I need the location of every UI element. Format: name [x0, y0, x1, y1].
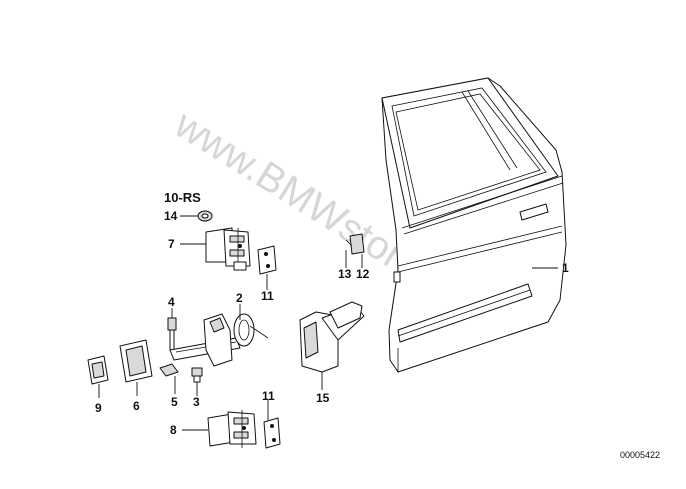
lower-shim-plate-illustration: [263, 417, 281, 449]
callout-2: 2: [236, 291, 243, 305]
callout-7: 7: [168, 237, 175, 251]
callout-14: 14: [164, 209, 178, 223]
callout-4: 4: [168, 295, 175, 309]
cover-6-illustration: [119, 339, 153, 383]
callout-11-lower: 11: [262, 389, 275, 403]
clip-12-13-illustration: [345, 233, 365, 255]
group-label: 10-RS: [164, 190, 201, 205]
door-check-strap-illustration: [159, 313, 269, 383]
callout-6: 6: [133, 399, 140, 413]
grommet-9-illustration: [87, 355, 109, 385]
upper-hinge-illustration: [197, 210, 251, 271]
callout-12: 12: [356, 267, 370, 281]
upper-shim-plate-illustration: [257, 245, 277, 275]
callout-5: 5: [171, 395, 178, 409]
callout-13: 13: [338, 267, 352, 281]
rear-door-illustration: [381, 77, 567, 373]
callout-11-upper: 11: [261, 289, 274, 303]
callout-15: 15: [316, 391, 330, 405]
callout-3: 3: [193, 395, 200, 409]
bracket-15-illustration: [299, 301, 365, 373]
diagram-id: 00005422: [620, 450, 660, 460]
callout-1: 1: [562, 261, 569, 275]
callout-8: 8: [170, 423, 177, 437]
callout-9: 9: [95, 401, 102, 415]
lower-hinge-illustration: [207, 410, 257, 448]
